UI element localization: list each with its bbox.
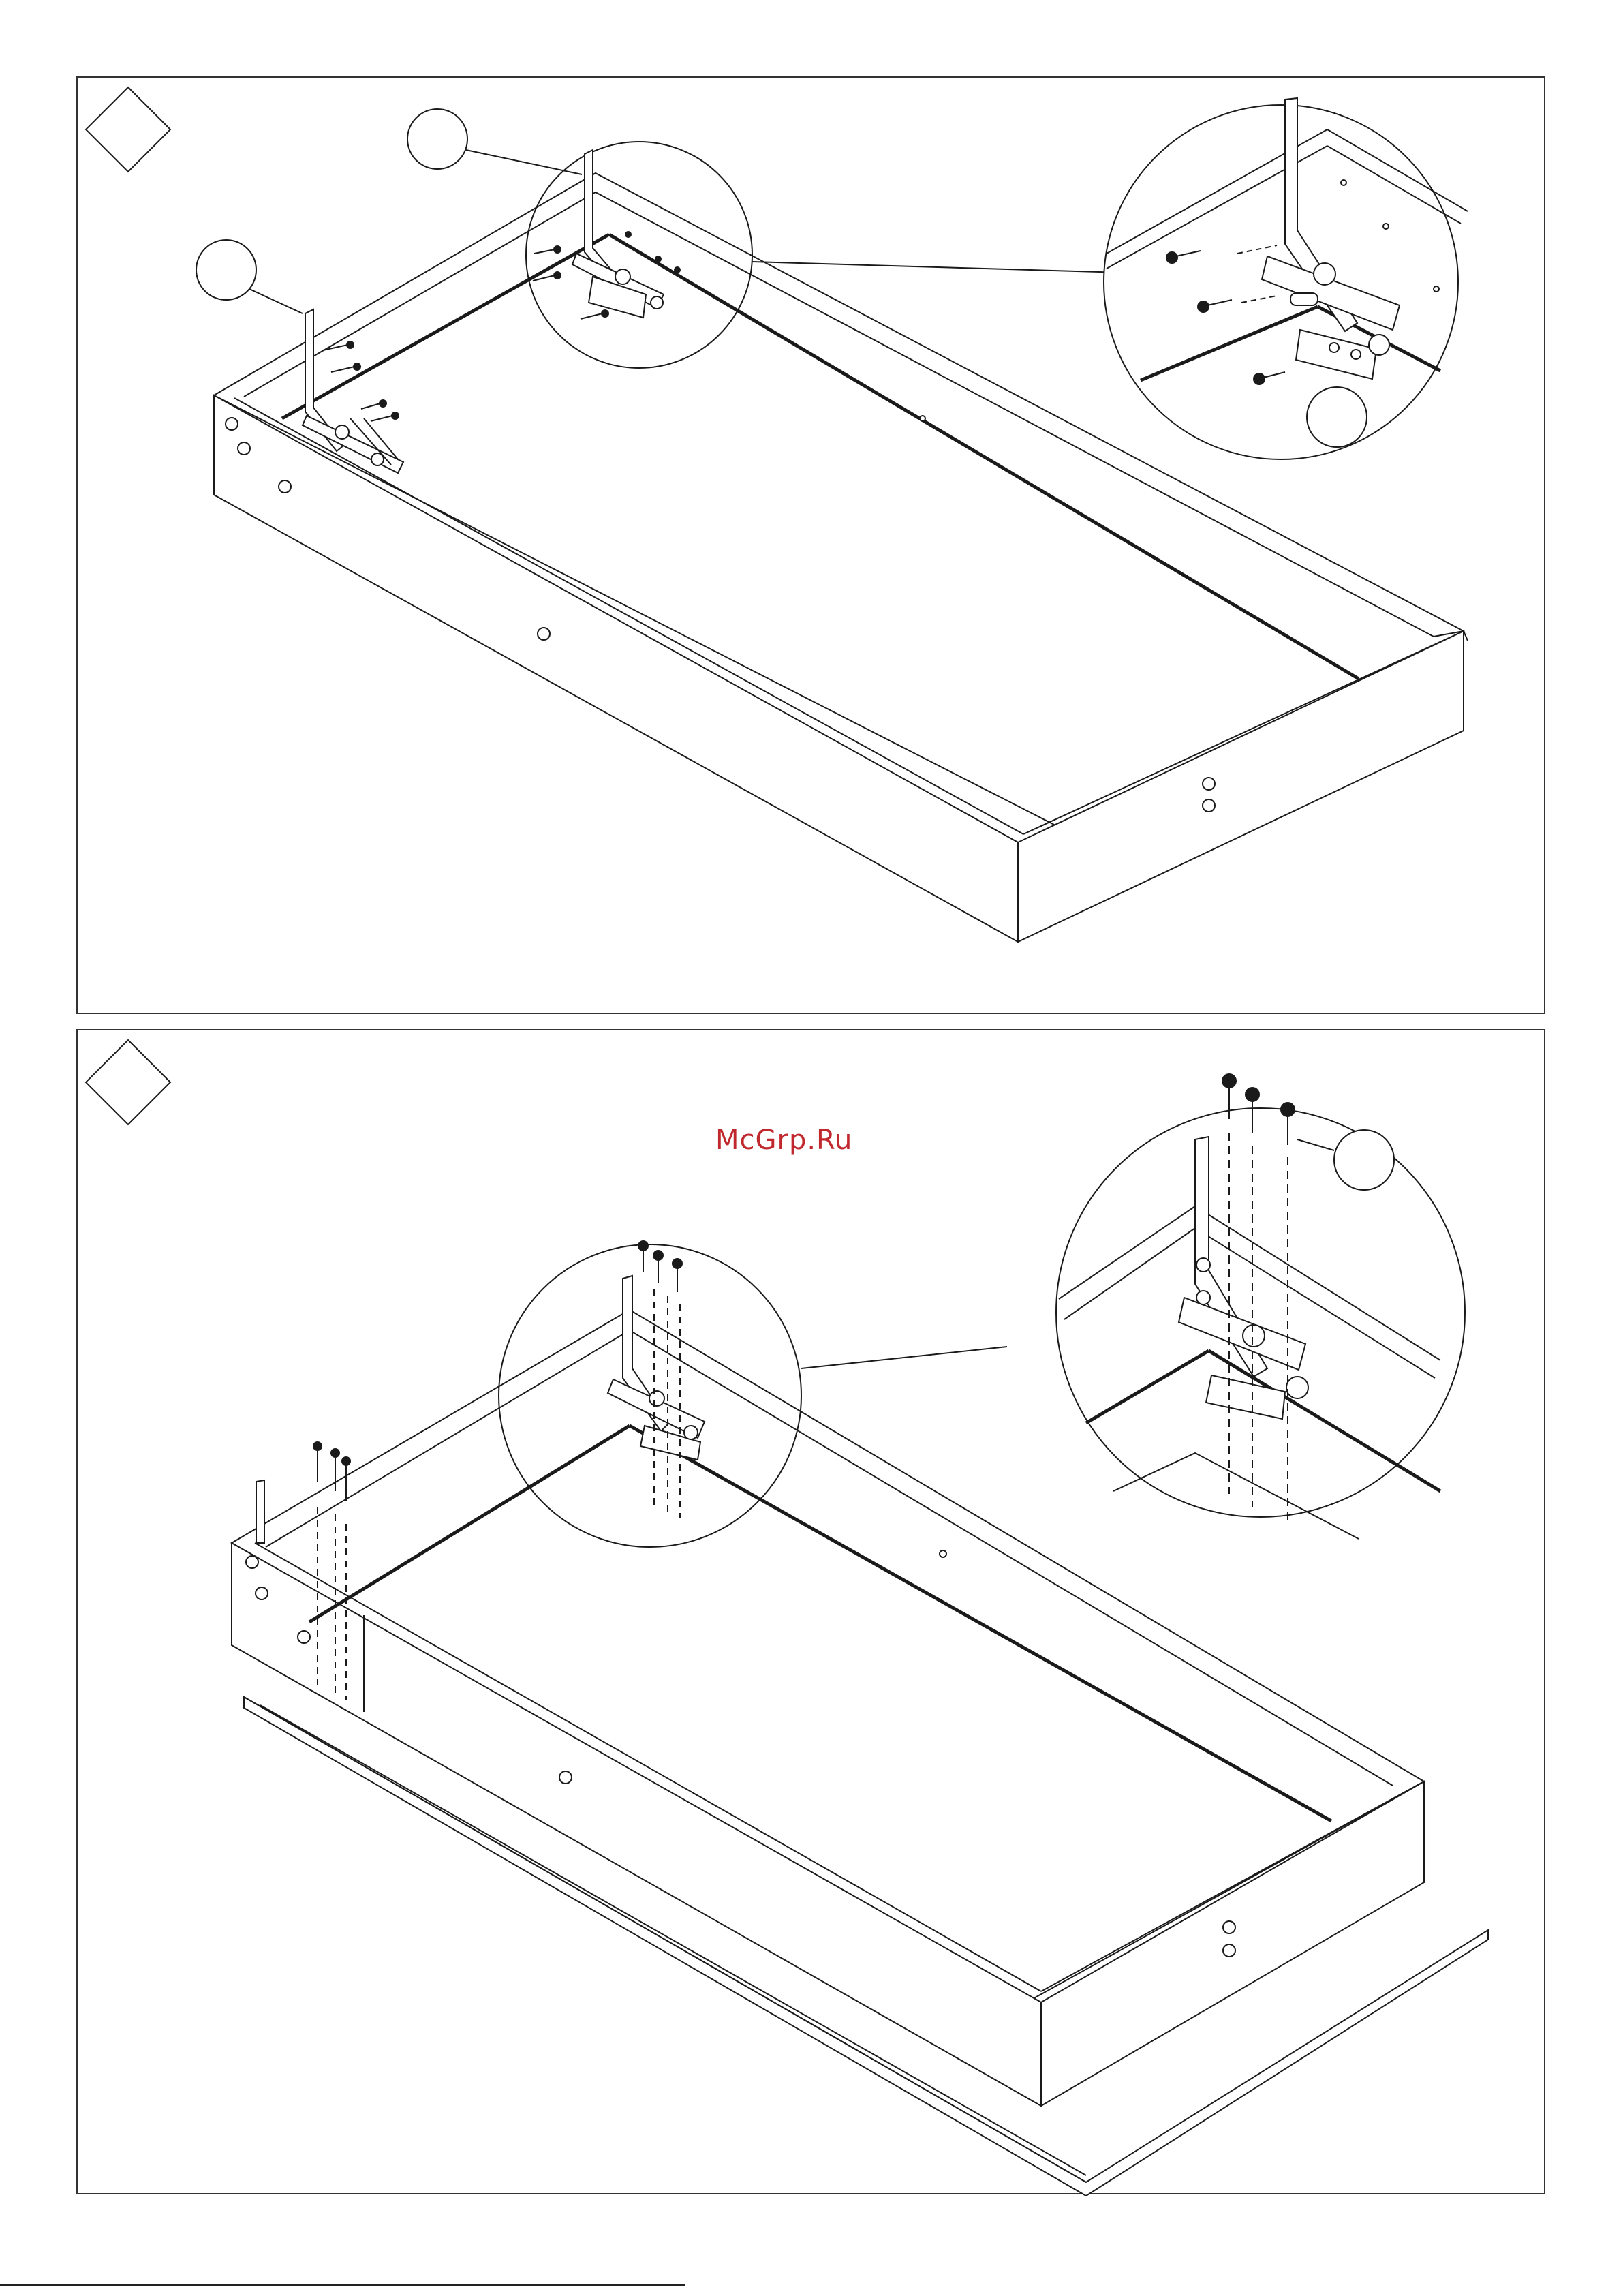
hinge-left (256, 1480, 264, 1543)
footer-rule (0, 2284, 685, 2286)
step-panel-1 (76, 76, 1545, 1014)
watermark-text: McGrp.Ru (715, 1124, 852, 1156)
step-2-drawing (78, 1030, 1547, 2196)
callout-marker-left (196, 240, 303, 313)
step-diamond-icon (86, 1040, 170, 1124)
step-panel-2 (76, 1029, 1545, 2194)
callout-marker-detail (1307, 387, 1367, 447)
step-1-drawing (78, 78, 1547, 1015)
magnifier-large (1056, 1108, 1465, 1517)
callout-marker-top (407, 109, 582, 174)
step-diamond-icon (86, 87, 170, 172)
